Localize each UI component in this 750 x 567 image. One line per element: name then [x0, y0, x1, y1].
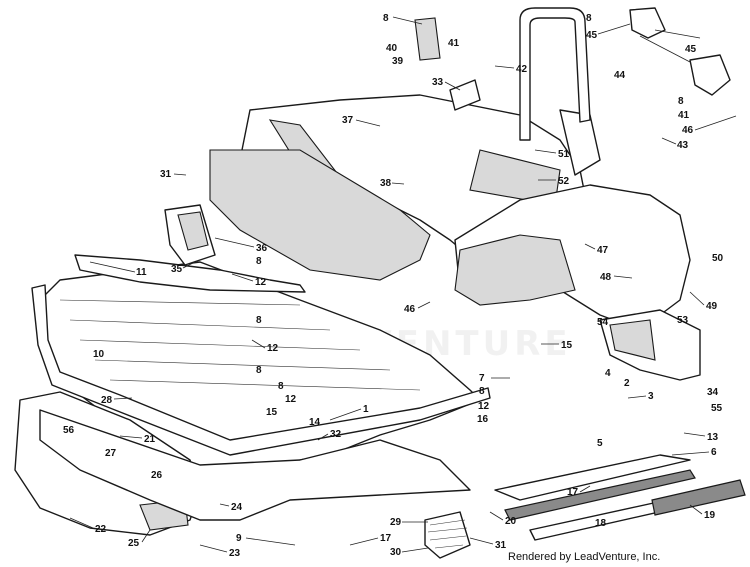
callout-label: 38: [380, 178, 392, 189]
callout-label: 17: [380, 533, 392, 544]
callout-label: 13: [707, 432, 719, 443]
callout-label: 21: [144, 434, 156, 445]
callout-label: 16: [477, 414, 489, 425]
callout-label: 12: [285, 394, 297, 405]
callout-label: 19: [704, 510, 716, 521]
callout-label: 33: [432, 77, 444, 88]
callout-label: 22: [95, 524, 107, 535]
callout-label: 39: [392, 56, 404, 67]
callout-label: 45: [685, 44, 697, 55]
callout-label: 30: [390, 547, 402, 558]
callout-label: 8: [256, 365, 262, 376]
callout-label: 53: [677, 315, 689, 326]
callout-label: 20: [505, 516, 517, 527]
callout-label: 11: [136, 267, 147, 278]
right-side-bracket-part: [599, 309, 701, 381]
callout-label: 8: [479, 386, 485, 397]
callout-label: 17: [567, 487, 579, 498]
callout-label: 37: [342, 115, 354, 126]
callout-label: 15: [561, 340, 573, 351]
steering-hoop-part: [519, 7, 591, 141]
callout-label: 32: [330, 429, 342, 440]
callout-label: 35: [171, 264, 183, 275]
callout-label: 41: [678, 110, 690, 121]
callout-label: 7: [479, 373, 485, 384]
callout-label: 36: [256, 243, 268, 254]
callout-label: 26: [151, 470, 163, 481]
callout-label: 28: [101, 395, 113, 406]
callout-label: 52: [558, 176, 570, 187]
callout-label: 12: [255, 277, 267, 288]
callout-label: 34: [707, 387, 719, 398]
callout-label: 6: [711, 447, 717, 458]
callout-label: 8: [256, 256, 262, 267]
callout-label: 15: [266, 407, 278, 418]
callout-label: 46: [682, 125, 694, 136]
callout-label: 31: [495, 540, 507, 551]
callout-label: 40: [386, 43, 398, 54]
callout-label: 1: [363, 404, 369, 415]
callout-label: 54: [597, 317, 609, 328]
switch-part: [629, 7, 731, 96]
callout-label: 27: [105, 448, 117, 459]
mount-part: [414, 17, 481, 111]
callout-label: 8: [586, 13, 592, 24]
callout-label: 42: [516, 64, 528, 75]
callout-label: 43: [677, 140, 689, 151]
callout-label: 23: [229, 548, 241, 559]
headlight-assembly-part: [164, 204, 216, 266]
callout-label: 47: [597, 245, 609, 256]
callout-label: 18: [595, 518, 607, 529]
callout-label: 46: [404, 304, 416, 315]
callout-label: 8: [383, 13, 389, 24]
callout-label: 12: [478, 401, 490, 412]
callout-label: 4: [605, 368, 611, 379]
callout-label: 14: [309, 417, 321, 428]
callout-label: 2: [624, 378, 630, 389]
callout-label: 8: [278, 381, 284, 392]
credit-text: Rendered by LeadVenture, Inc.: [508, 551, 661, 563]
callout-label: 5: [597, 438, 603, 449]
seat-support-part: [74, 254, 306, 293]
callout-label: 50: [712, 253, 724, 264]
callout-label: 51: [558, 149, 570, 160]
callout-label: 31: [160, 169, 172, 180]
callout-label: 8: [256, 315, 262, 326]
bumper-part: [31, 284, 491, 456]
callout-label: 55: [711, 403, 723, 414]
shock-part: [424, 511, 471, 559]
nose-cone-part: [39, 409, 471, 521]
callout-label: 3: [648, 391, 654, 402]
callout-label: 56: [63, 425, 75, 436]
callout-label: 48: [600, 272, 612, 283]
running-board-parts: [494, 454, 746, 541]
callout-label: 10: [93, 349, 105, 360]
callout-label: 24: [231, 502, 243, 513]
callout-label: 9: [236, 533, 242, 544]
callout-label: 41: [448, 38, 460, 49]
callout-label: 45: [586, 30, 598, 41]
callout-label: 29: [390, 517, 402, 528]
callout-label: 25: [128, 538, 140, 549]
callout-label: 49: [706, 301, 718, 312]
callout-label: 8: [678, 96, 684, 107]
callout-labels: 8 40 41 39 33 42 8 45 44 45 8 41 46 43 3…: [63, 13, 737, 559]
side-panel-part: [209, 149, 431, 281]
callout-label: 12: [267, 343, 279, 354]
callout-label: 44: [614, 70, 626, 81]
